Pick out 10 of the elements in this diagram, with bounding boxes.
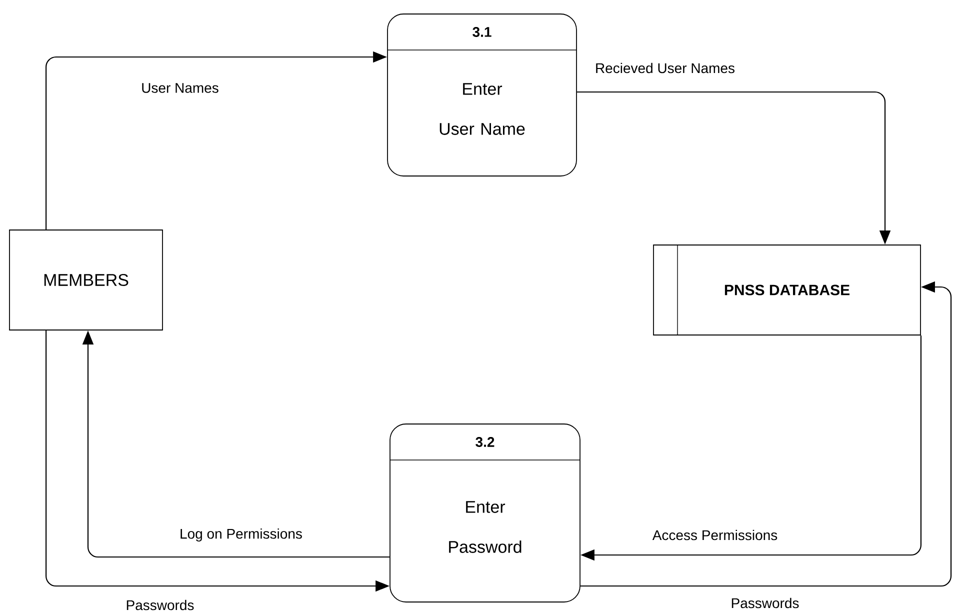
entity-box: MEMBERS — [9, 230, 163, 330]
edge-label: Recieved User Names — [594, 62, 736, 74]
edge-label: Access Permissions — [651, 528, 779, 542]
edge-label: User Names — [140, 82, 220, 94]
data-store-box: PNSS DATABASE — [653, 244, 921, 336]
edge-label: Passwords — [730, 596, 800, 610]
process-box: 3.1 Enter User Name — [387, 14, 577, 176]
edge-label: Log on Permissions — [178, 527, 304, 543]
edge-label: Passwords — [124, 598, 196, 612]
process-box: 3.2 Enter Password — [390, 424, 580, 602]
